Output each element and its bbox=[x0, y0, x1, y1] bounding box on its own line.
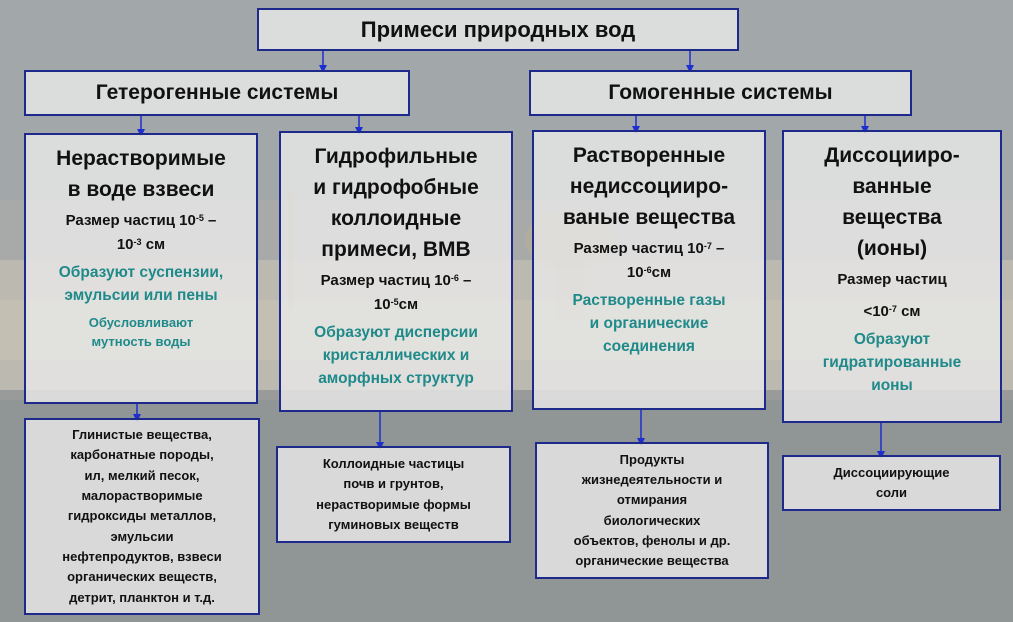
dissociated-ions-box: Диссоцииро- ванные вещества (ионы) Разме… bbox=[782, 130, 1002, 423]
homogeneous-systems-box: Гомогенные системы bbox=[529, 70, 912, 116]
colloidal-impurities-box: Гидрофильные и гидрофобные коллоидные пр… bbox=[279, 131, 513, 412]
ions-examples-box: Диссоциирующие соли bbox=[782, 455, 1001, 511]
colloidal-impurities-heading: Гидрофильные и гидрофобные коллоидные пр… bbox=[313, 141, 479, 265]
dissolved-forms-text: Растворенные газы и органические соедине… bbox=[573, 289, 726, 358]
dissolved-particle-size: Размер частиц 10-7 – 10-6см bbox=[574, 237, 725, 285]
dissolved-nondissociated-box: Растворенные недиссоцииро- ваные веществ… bbox=[532, 130, 766, 410]
insoluble-suspensions-box: Нерастворимые в воде взвеси Размер части… bbox=[24, 133, 258, 404]
homogeneous-systems-title: Гомогенные системы bbox=[608, 81, 832, 105]
colloidal-forms-text: Образуют дисперсии кристаллических и амо… bbox=[314, 321, 478, 390]
dissociated-ions-heading: Диссоцииро- ванные вещества (ионы) bbox=[824, 140, 959, 264]
heterogeneous-systems-box: Гетерогенные системы bbox=[24, 70, 410, 116]
dissociated-forms-text: Образуют гидратированные ионы bbox=[823, 328, 962, 397]
insoluble-particle-size: Размер частиц 10-5 – 10-3 см bbox=[66, 209, 217, 257]
insoluble-suspensions-heading: Нерастворимые в воде взвеси bbox=[56, 143, 226, 205]
dissolved-nondissociated-heading: Растворенные недиссоцииро- ваные веществ… bbox=[563, 140, 735, 233]
main-title-box: Примеси природных вод bbox=[257, 8, 739, 51]
main-title: Примеси природных вод bbox=[361, 17, 635, 43]
insoluble-turbidity-note: Обусловливают мутность воды bbox=[89, 313, 193, 351]
colloidal-particle-size: Размер частиц 10-6 – 10-5см bbox=[321, 269, 472, 317]
insoluble-forms-text: Образуют суспензии, эмульсии или пены bbox=[59, 261, 223, 307]
heterogeneous-systems-title: Гетерогенные системы bbox=[96, 81, 339, 105]
colloids-examples-box: Коллоидные частицы почв и грунтов, нерас… bbox=[276, 446, 511, 543]
dissolved-examples-box: Продукты жизнедеятельности и отмирания б… bbox=[535, 442, 769, 579]
suspensions-examples-box: Глинистые вещества, карбонатные породы, … bbox=[24, 418, 260, 615]
dissociated-particle-size: Размер частиц <10-7 см bbox=[837, 268, 946, 324]
